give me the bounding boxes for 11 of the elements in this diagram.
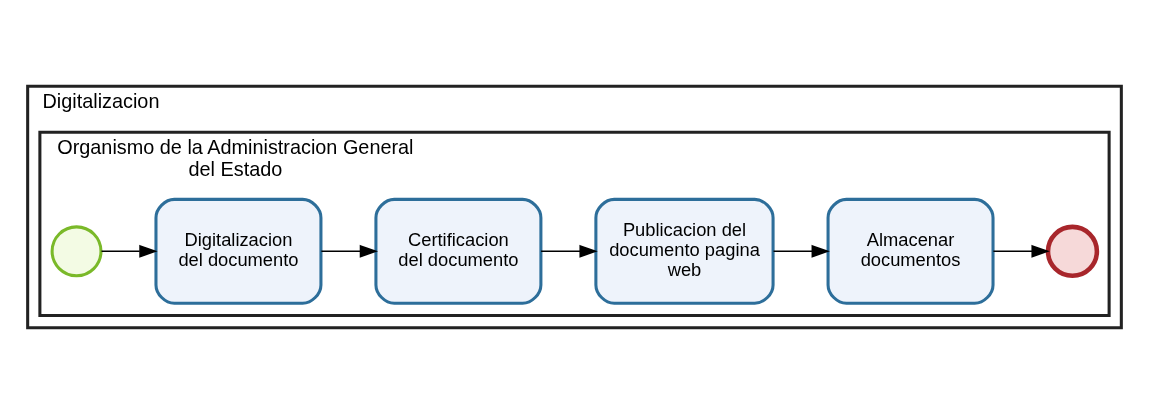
node-box: Digitalizacion del documento xyxy=(154,197,323,305)
arrow xyxy=(772,244,830,258)
arrow xyxy=(540,244,598,258)
node-circle xyxy=(1045,224,1100,278)
node-box: Almacenar documentos xyxy=(826,197,995,305)
arrow xyxy=(992,244,1050,258)
node-circle xyxy=(50,224,103,277)
arrow xyxy=(320,244,379,258)
node-box: Publicacion del documento pagina web xyxy=(594,197,775,305)
arrow xyxy=(100,244,158,258)
node-box: Certificacion del documento xyxy=(374,197,543,305)
